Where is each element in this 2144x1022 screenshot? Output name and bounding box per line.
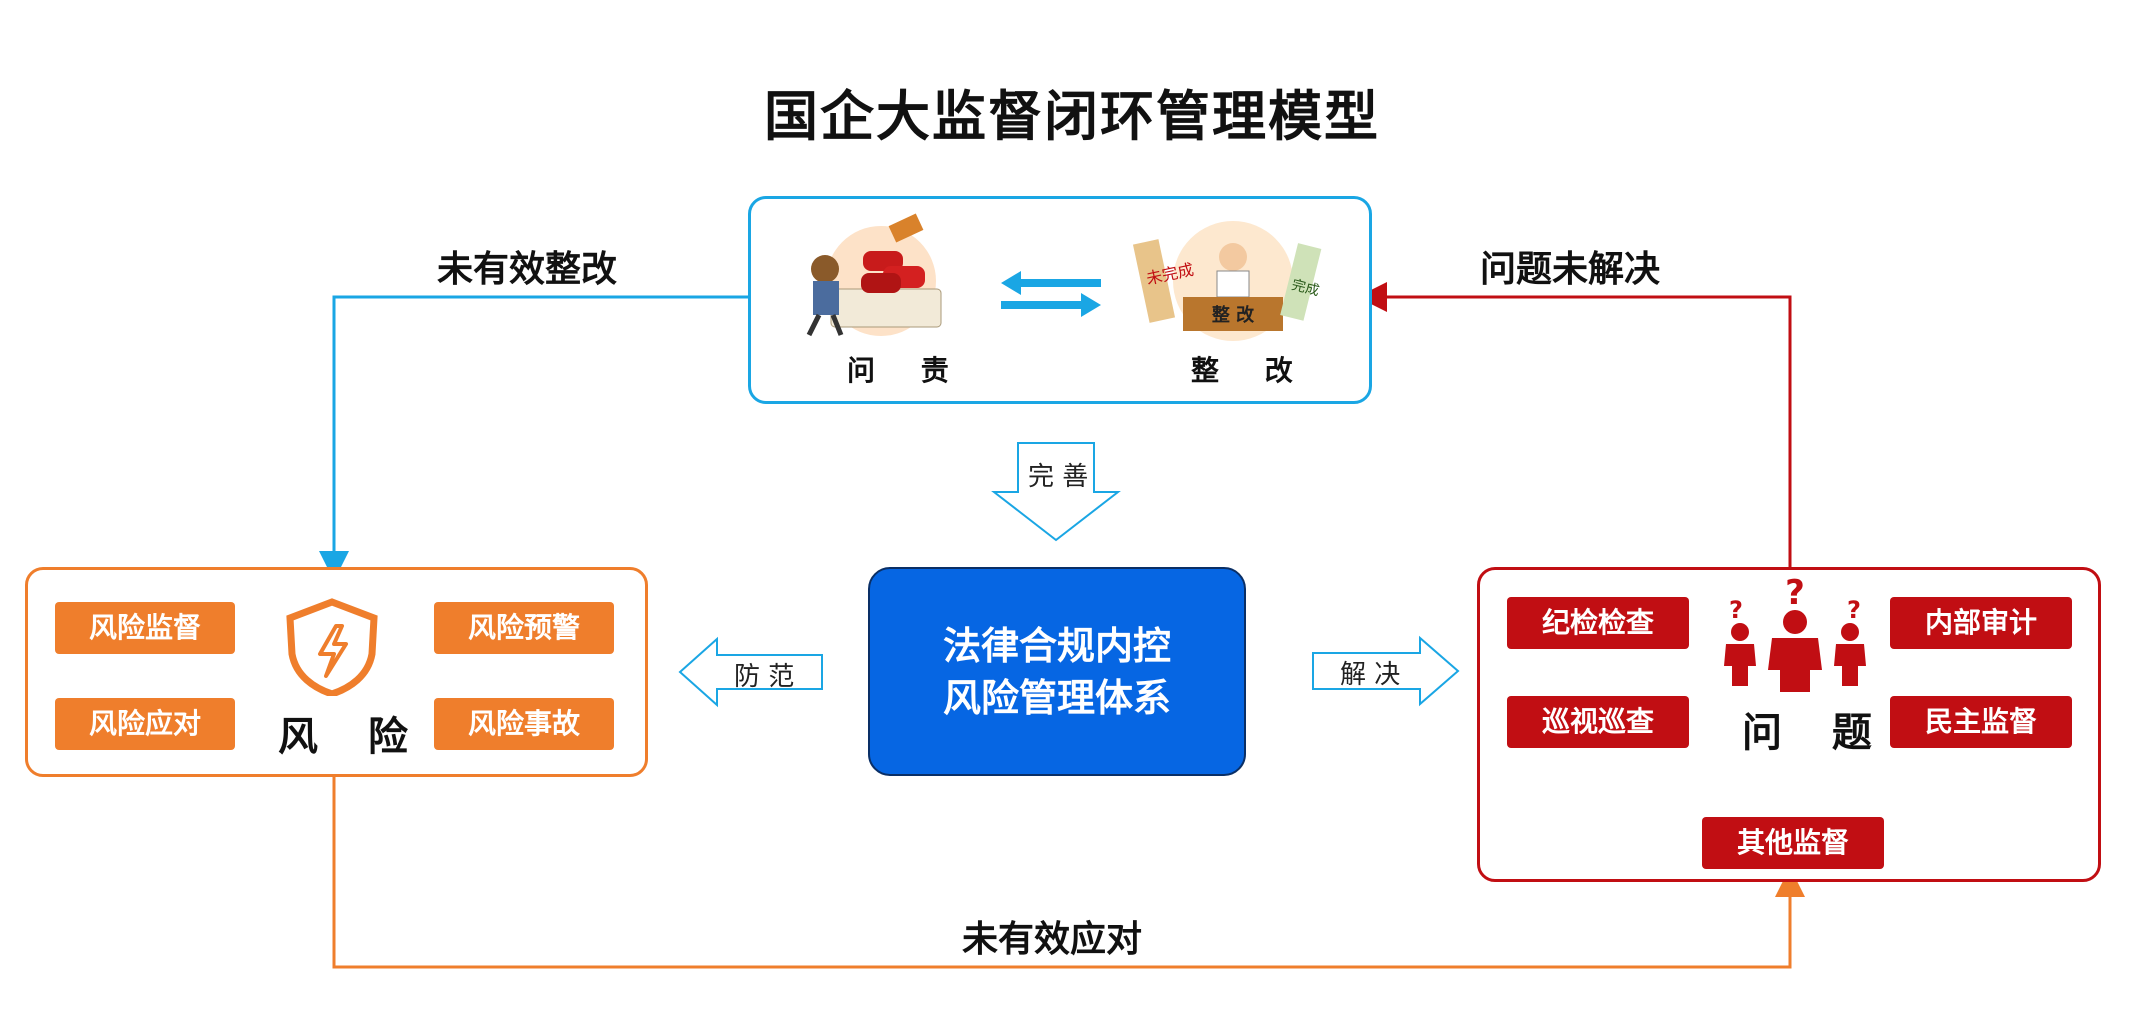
core-line-2: 风险管理体系 <box>942 675 1171 720</box>
label-unresolved: 问题未解决 <box>1480 249 1661 290</box>
accountability-box: 问 责 未完成 整 改 完成 整 改 <box>748 196 1372 404</box>
right-arrow-shape <box>1312 635 1460 707</box>
down-arrow-shape <box>991 442 1121 542</box>
core-system-box: 法律合规内控 风险管理体系 <box>868 567 1246 776</box>
shield-lightning-icon <box>286 598 378 696</box>
desk-label: 整 改 <box>1211 304 1255 326</box>
flow-line-unhandled <box>332 777 1805 969</box>
problem-item: 其他监督 <box>1702 817 1884 869</box>
risk-item: 风险预警 <box>434 602 614 654</box>
svg-text:?: ? <box>1847 596 1861 624</box>
exchange-arrows-icon <box>1001 271 1101 317</box>
label-unrectified: 未有效整改 <box>437 249 618 290</box>
left-arrow-label: 防 范 <box>734 662 795 692</box>
risk-item: 风险监督 <box>55 602 235 654</box>
problem-item: 纪检检查 <box>1507 597 1689 649</box>
label-unhandled: 未有效应对 <box>962 919 1143 960</box>
right-arrow-label: 解 决 <box>1340 660 1401 690</box>
core-line-1: 法律合规内控 <box>942 623 1171 668</box>
rectification-illustration: 未完成 整 改 完成 <box>1132 221 1322 341</box>
page-title: 国企大监督闭环管理模型 <box>764 85 1380 148</box>
flow-line-unresolved <box>1357 282 1792 567</box>
rectification-caption: 整 改 <box>1191 354 1311 387</box>
problem-box: 纪检检查 内部审计 巡视巡查 民主监督 其他监督 ? ? ? 问 题 <box>1477 567 2101 882</box>
accountability-illustration <box>806 213 942 337</box>
problem-item: 巡视巡查 <box>1507 696 1689 748</box>
accountability-caption: 问 责 <box>847 354 967 387</box>
sign-complete: 完成 <box>1290 277 1321 299</box>
svg-text:?: ? <box>1785 574 1805 613</box>
problem-item: 民主监督 <box>1890 696 2072 748</box>
flow-line-unrectified <box>319 295 748 581</box>
problem-title: 问 题 <box>1742 710 1890 756</box>
risk-item: 风险事故 <box>434 698 614 750</box>
people-question-icon: ? ? ? <box>1724 574 1866 692</box>
risk-title: 风 险 <box>278 714 426 760</box>
down-arrow-label: 完 善 <box>1028 462 1089 492</box>
left-arrow-shape <box>678 636 823 708</box>
svg-text:?: ? <box>1729 596 1743 624</box>
risk-box: 风险监督 风险预警 风险应对 风险事故 风 险 <box>25 567 648 777</box>
problem-item: 内部审计 <box>1890 597 2072 649</box>
risk-item: 风险应对 <box>55 698 235 750</box>
